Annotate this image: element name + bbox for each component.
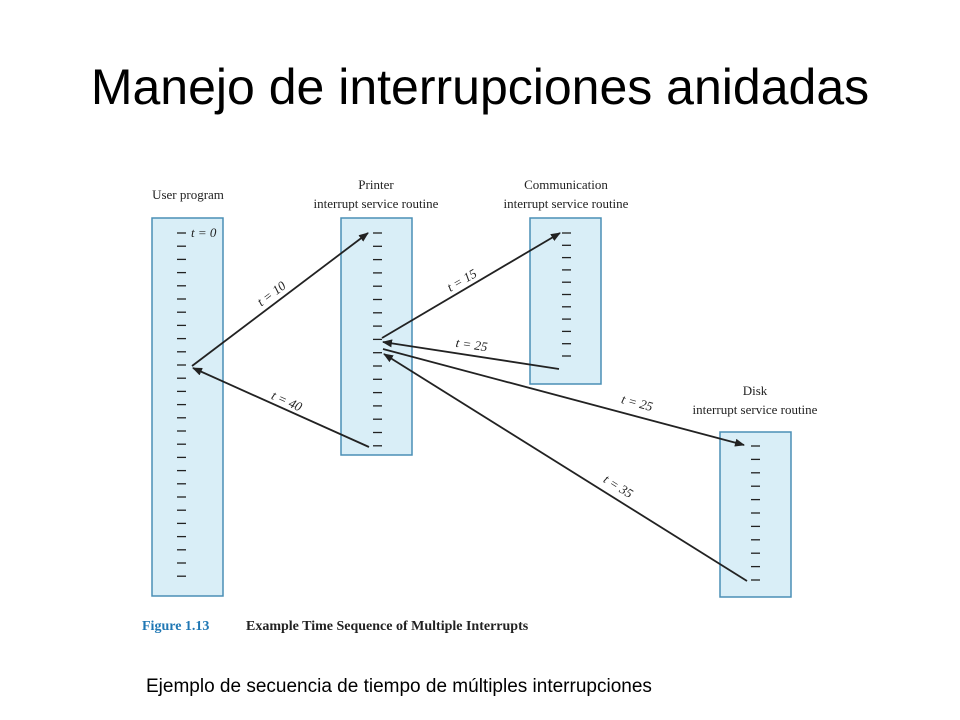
- slide-caption: Ejemplo de secuencia de tiempo de múltip…: [146, 676, 652, 697]
- transition-3: t = 25: [382, 335, 560, 370]
- communication-isr-column: [529, 217, 602, 385]
- printer-isr-column: [340, 217, 413, 456]
- figure-title: Example Time Sequence of Multiple Interr…: [246, 619, 529, 634]
- communication-isr-instruction-ticks: [562, 232, 571, 357]
- disk-isr-column: [719, 431, 792, 598]
- communication-label: Communication: [524, 177, 608, 192]
- transition-1-label: t = 10: [254, 278, 289, 309]
- user-program-label: User program: [152, 187, 224, 202]
- printer-label: Printer: [358, 177, 394, 192]
- transition-4-label: t = 25: [620, 391, 655, 414]
- disk-label: Disk: [743, 383, 768, 398]
- figure-number: Figure 1.13: [142, 619, 209, 634]
- slide-title: Manejo de interrupciones anidadas: [90, 59, 870, 115]
- printer-label-sub: interrupt service routine: [314, 196, 439, 211]
- transition-5-label: t = 35: [601, 471, 636, 501]
- transition-3-label: t = 25: [455, 335, 489, 354]
- user-program-instruction-ticks: [177, 232, 186, 577]
- user-program-column: [151, 217, 224, 597]
- disk-label-sub: interrupt service routine: [693, 402, 818, 417]
- transition-5: t = 35: [383, 353, 748, 582]
- printer-isr-instruction-ticks: [373, 232, 382, 447]
- start-time-label: t = 0: [191, 225, 217, 240]
- disk-isr-instruction-ticks: [751, 445, 760, 581]
- communication-label-sub: interrupt service routine: [504, 196, 629, 211]
